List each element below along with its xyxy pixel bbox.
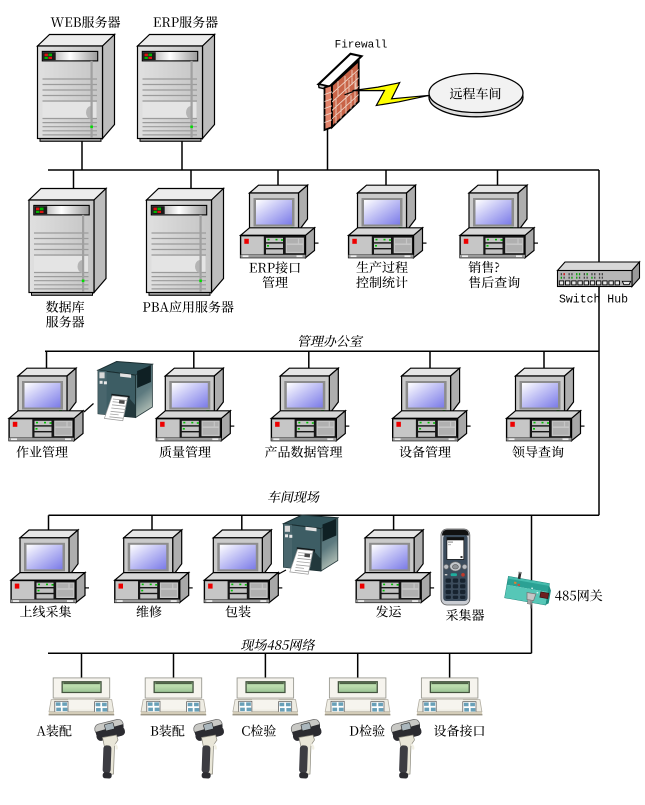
svg-text:Firewall: Firewall (335, 40, 388, 52)
svg-text:Switch Hub: Switch Hub (559, 294, 628, 307)
